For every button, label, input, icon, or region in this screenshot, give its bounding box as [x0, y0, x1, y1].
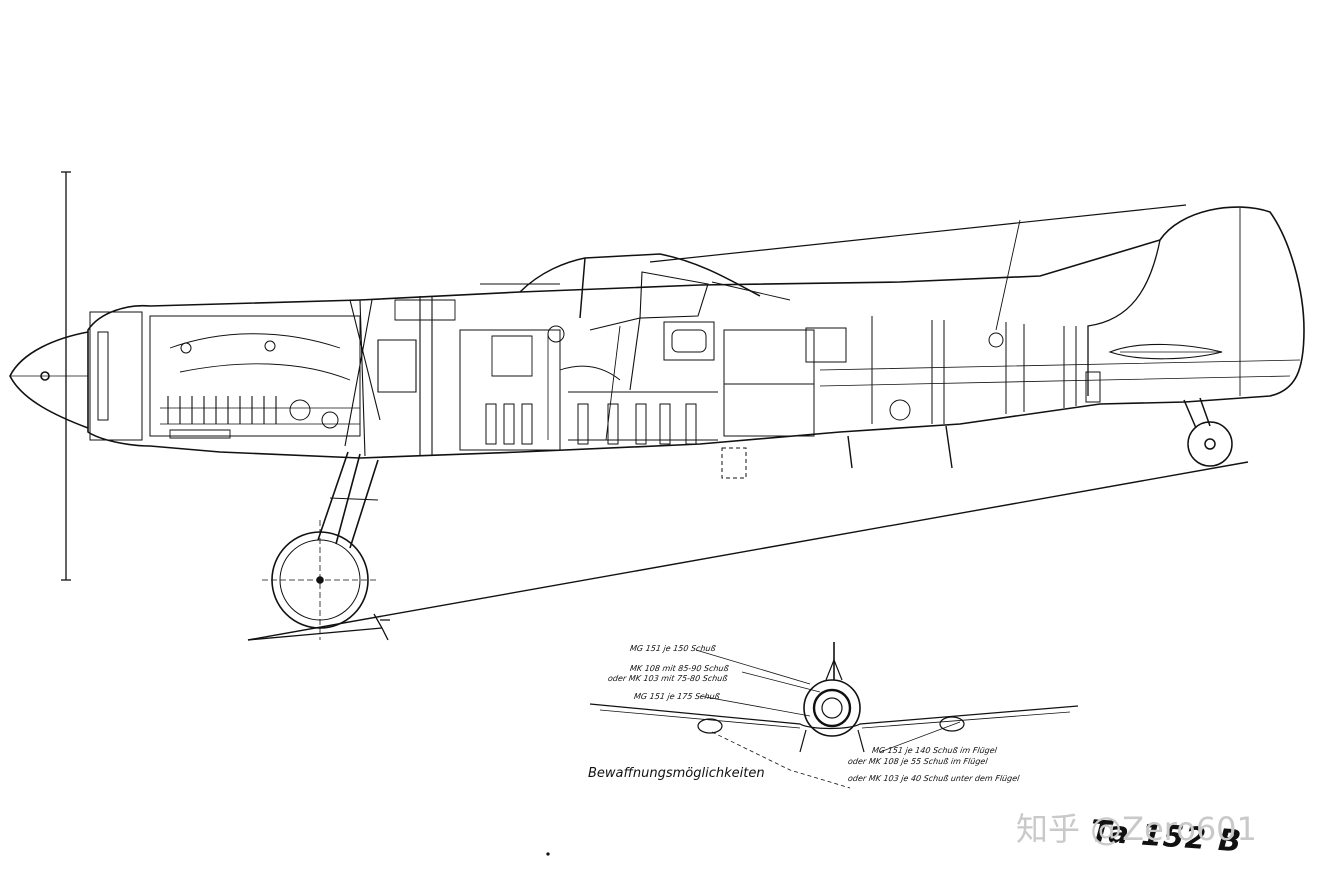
armament-leader-lines	[696, 650, 960, 788]
ground-line-left	[248, 628, 382, 640]
scan-speck	[547, 853, 549, 855]
cockpit-canopy	[480, 254, 790, 318]
tail-landing-gear	[1184, 398, 1232, 466]
note-mg151-140-wing: MG 151 je 140 Schuß im Flügel	[871, 746, 998, 755]
lower-equipment-row	[486, 404, 696, 444]
main-landing-gear	[262, 452, 378, 640]
tail-fin	[996, 208, 1240, 396]
note-mg151-150: MG 151 je 150 Schuß	[629, 644, 717, 653]
rear-fuselage-bays	[722, 316, 1300, 478]
cockpit-bay	[460, 318, 718, 450]
watermark: 知乎 @Zero601	[1016, 810, 1257, 848]
engine-section	[90, 312, 360, 440]
frontal-view-diagram	[590, 642, 1078, 752]
ground-line	[248, 462, 1248, 640]
note-mk108-55-wing: oder MK 108 je 55 Schuß im Flügel	[847, 757, 989, 766]
note-mk103-75-80: oder MK 103 mit 75-80 Schuß	[607, 674, 729, 683]
firewall-structure	[345, 296, 455, 456]
note-mk108-85-90: MK 108 mit 85-90 Schuß	[629, 664, 730, 673]
note-mg151-175: MG 151 je 175 Schuß	[633, 692, 721, 701]
note-mk103-40-underwing: oder MK 103 je 40 Schuß unter dem Flügel	[847, 774, 1020, 783]
upper-longeron	[650, 205, 1186, 262]
ground-angle-mark	[374, 614, 390, 640]
armament-caption: Bewaffnungsmöglichkeiten	[588, 766, 765, 781]
